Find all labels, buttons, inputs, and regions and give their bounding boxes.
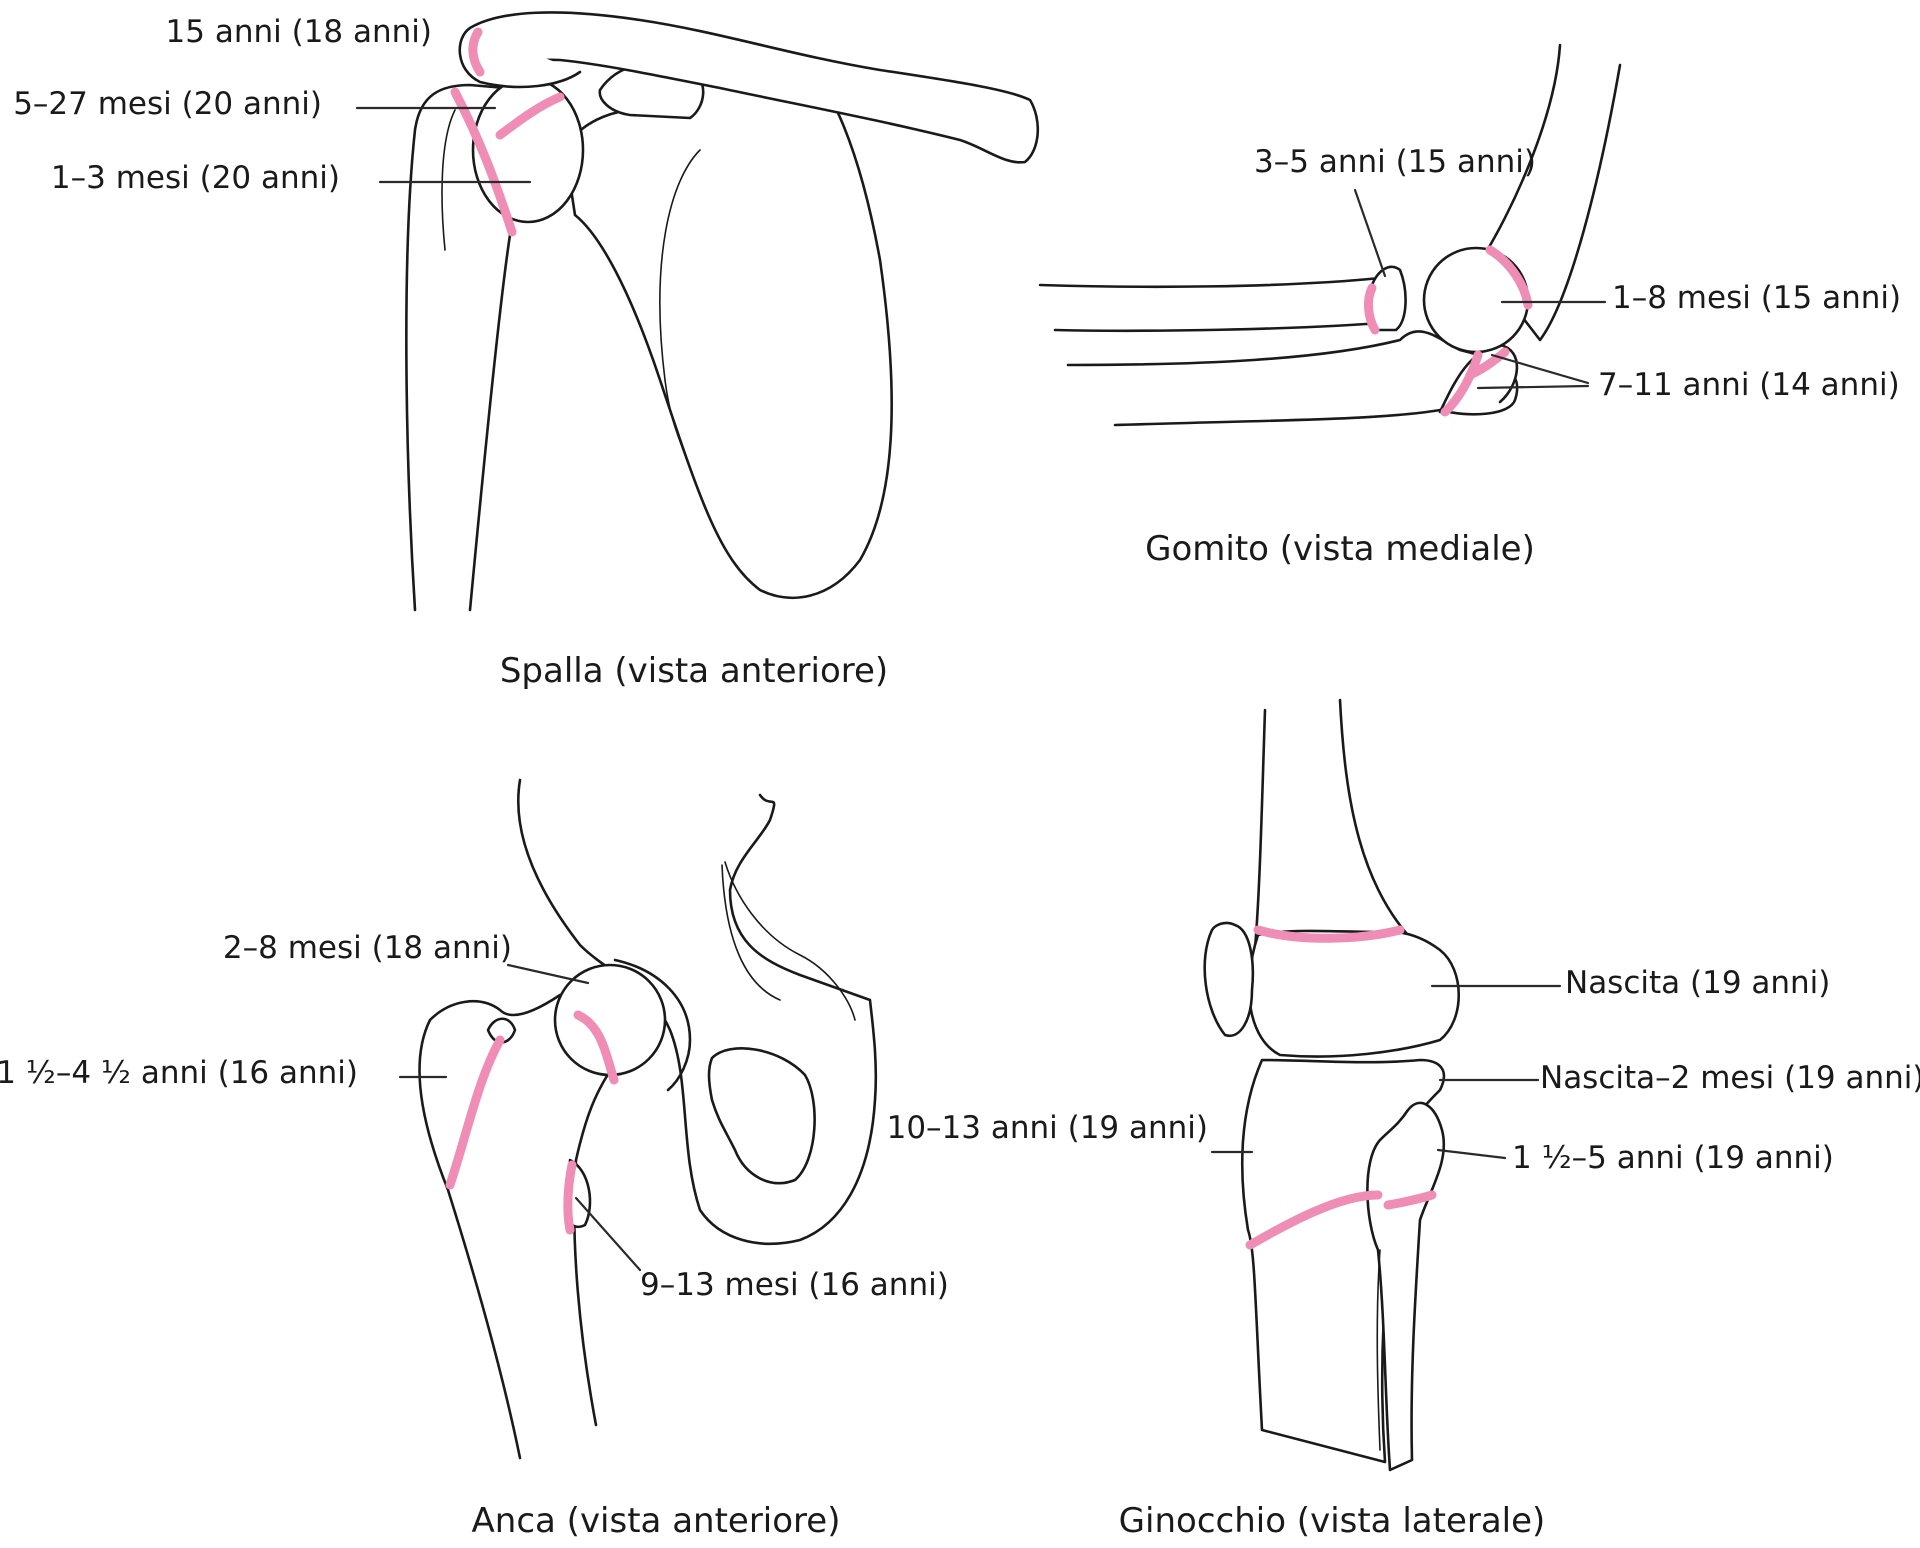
knee-tibia-inner-line [1376, 1249, 1381, 1451]
elbow-radius [1038, 275, 1403, 333]
knee-title: Ginocchio (vista laterale) [1119, 1501, 1546, 1541]
elbow-growth-plate-radial [1363, 283, 1380, 335]
elbow-growth-plate-olecranon [1465, 347, 1510, 380]
hip-label-lesser-trochanter: 9–13 mesi (16 anni) [640, 1267, 949, 1303]
shoulder-growth-plate-acromion [468, 27, 485, 77]
elbow-growth-plate-condyle [1485, 245, 1533, 310]
knee-patella [1203, 921, 1255, 1038]
shoulder-growth-plate-tuberosity [495, 92, 565, 140]
hip-label-head: 2–8 mesi (18 anni) [223, 930, 512, 966]
scapula [563, 54, 893, 600]
humerus [405, 83, 524, 612]
humerus-inner-line [441, 109, 456, 251]
knee-label-femur: Nascita (19 anni) [1565, 965, 1830, 1001]
hip-leader-3 [574, 1196, 642, 1272]
humeral-head [471, 76, 585, 224]
shoulder-label-acromion: 15 anni (18 anni) [166, 14, 432, 50]
knee-label-fibula: 1 ½–5 anni (19 anni) [1512, 1140, 1834, 1176]
elbow-leader-1 [1353, 188, 1387, 278]
knee-label-tibia-tubercle: Nascita–2 mesi (19 anni) [1540, 1060, 1920, 1096]
elbow-leader-3a [1490, 353, 1590, 385]
obturator-foramen [707, 1047, 816, 1185]
hip-label-greater-trochanter: 1 ½–4 ½ anni (16 anni) [0, 1055, 358, 1091]
hip-growth-plate-head [573, 1010, 619, 1085]
elbow-illustration [1038, 43, 1622, 427]
knee-growth-plate-tibia [1245, 1190, 1383, 1250]
knee-label-tibia: 10–13 anni (19 anni) [887, 1110, 1208, 1146]
elbow-label-radial: 3–5 anni (15 anni) [1254, 144, 1536, 180]
acromion [458, 26, 582, 89]
shoulder-label-tuberosity: 5–27 mesi (20 anni) [13, 86, 322, 122]
scapula-spine-line [659, 149, 701, 456]
clavicle [461, 11, 1040, 164]
elbow-growth-plate-epicondyle [1440, 350, 1483, 417]
elbow-label-condyle: 1–8 mesi (15 anni) [1612, 280, 1901, 316]
elbow-title: Gomito (vista mediale) [1145, 529, 1535, 569]
knee-leader-4 [1436, 1148, 1507, 1160]
elbow-leader-3b [1476, 384, 1590, 390]
knee-femoral-condyle [1247, 929, 1460, 1058]
knee-illustration [1203, 698, 1562, 1472]
hip-leader-1 [506, 963, 590, 985]
elbow-label-epicondyle: 7–11 anni (14 anni) [1598, 367, 1900, 403]
femoral-acetabulum-rim [613, 958, 692, 1092]
shoulder-illustration [355, 11, 1040, 612]
hip-growth-plate-lesser-trochanter [563, 1160, 577, 1235]
knee-growth-plate-fibula [1383, 1190, 1437, 1210]
pelvis-rim-line [724, 861, 856, 1021]
shoulder-label-head: 1–3 mesi (20 anni) [51, 160, 340, 196]
hip-growth-plate-greater-trochanter [445, 1035, 505, 1190]
hip-illustration [398, 778, 878, 1460]
knee-growth-plate-femur [1253, 925, 1405, 943]
pelvis-ilium-line [721, 864, 781, 1001]
hip-title: Anca (vista anteriore) [472, 1501, 841, 1541]
knee-femur-shaft [1253, 698, 1422, 950]
shoulder-title: Spalla (vista anteriore) [500, 651, 888, 691]
